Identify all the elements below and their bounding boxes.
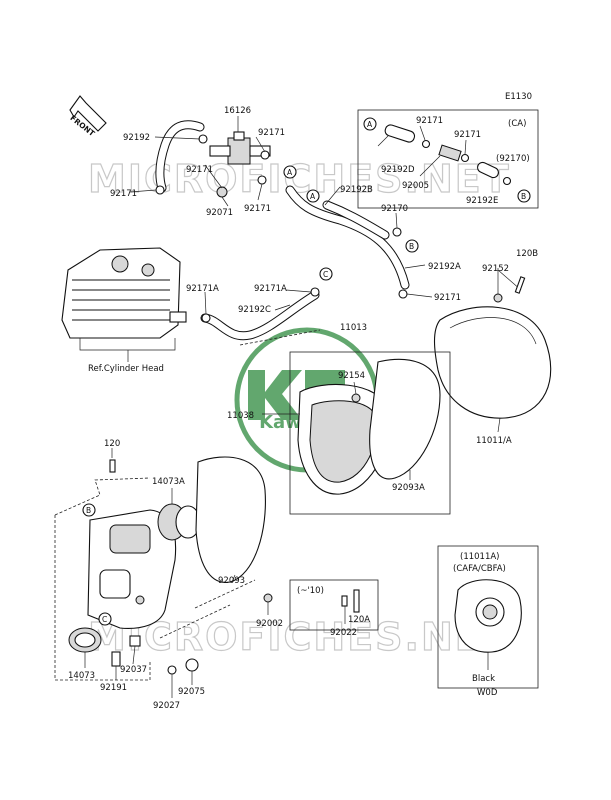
- label-92171-e: 92171: [434, 293, 461, 303]
- label-11011a: 11011/A: [476, 436, 512, 446]
- label-92171-a: 92171: [258, 128, 285, 138]
- label-14073: 14073: [68, 671, 95, 681]
- cylinder-head-ref: [61, 247, 187, 339]
- variant-cover: [454, 579, 522, 670]
- label-92152: 92152: [482, 264, 509, 274]
- label-92171-ca1: 92171: [416, 116, 443, 126]
- label-16126: 16126: [224, 106, 251, 116]
- label-92192: 92192: [123, 133, 150, 143]
- circle-b-3: B: [86, 506, 91, 515]
- figure-code: E1130: [505, 92, 532, 102]
- label-92171a-left: 92171A: [186, 284, 219, 294]
- hose-clamps: [155, 134, 408, 323]
- label-11013: 11013: [340, 323, 367, 333]
- label-120: 120: [104, 439, 120, 449]
- label-120b: 120B: [516, 249, 538, 259]
- watermark-bottom: MICROFICHES.NET: [88, 615, 511, 659]
- label-92192e: 92192E: [466, 196, 498, 206]
- label-92022: 92022: [330, 628, 357, 638]
- circle-b-2: B: [521, 192, 526, 201]
- circle-a-2: A: [310, 192, 316, 201]
- valve-16126: [209, 131, 271, 165]
- range-box: [289, 579, 379, 631]
- ref-cylinder-head-label: Ref.Cylinder Head: [88, 364, 164, 374]
- variant-codes: (CAFA/CBFA): [453, 564, 506, 574]
- label-92171-c: 92171: [110, 189, 137, 199]
- label-92027: 92027: [153, 701, 180, 711]
- variant-box: [437, 545, 539, 689]
- label-92192a: 92192A: [428, 262, 461, 272]
- ca-inset-parts: [384, 124, 512, 186]
- front-arrow: FRONT: [68, 95, 107, 139]
- label-92093a: 92093A: [392, 483, 425, 493]
- label-92191: 92191: [100, 683, 127, 693]
- breather-hoses: [155, 120, 410, 341]
- circle-a-3: A: [367, 120, 373, 129]
- label-92192d: 92192D: [381, 165, 415, 175]
- label-92171-b: 92171: [186, 165, 213, 175]
- part-labels: 16126 92192 92171 92171 92171 92071 9217…: [68, 106, 538, 711]
- circle-a-1: A: [287, 168, 293, 177]
- small-fasteners: [109, 459, 360, 675]
- color-label: Black: [472, 674, 495, 684]
- leader-lines: [84, 116, 501, 698]
- intake-duct-14073a: [157, 503, 201, 541]
- watermark-top: MICROFICHES.NET: [88, 157, 511, 201]
- gasket-92093: [195, 456, 266, 583]
- air-cleaner-base: [87, 509, 177, 629]
- circle-b-1: B: [409, 242, 414, 251]
- label-92171-d: 92171: [244, 204, 271, 214]
- label-120a: 120A: [348, 615, 370, 625]
- label-92192b: 92192B: [340, 185, 373, 195]
- dashed-guides: [54, 329, 321, 681]
- watermark-group: MICROFICHES.NET MICROFICHES.NET: [87, 156, 511, 659]
- circle-c-1: C: [323, 270, 328, 279]
- label-92171-ca2: 92171: [454, 130, 481, 140]
- label-92037: 92037: [120, 665, 147, 675]
- label-92170: 92170: [381, 204, 408, 214]
- label-92093: 92093: [218, 576, 245, 586]
- color-code: W0D: [477, 688, 498, 698]
- circle-c-2: C: [102, 615, 107, 624]
- label-92002: 92002: [256, 619, 283, 629]
- label-11038: 11038: [227, 411, 254, 421]
- label-92170-paren: (92170): [496, 154, 530, 164]
- circle-letter-markers: A A A B B B C C: [82, 117, 531, 626]
- label-92005: 92005: [402, 181, 429, 191]
- ca-label: (CA): [508, 119, 526, 129]
- label-14073a: 14073A: [152, 477, 185, 487]
- ca-inset-box: [357, 109, 539, 209]
- variant-note: (11011A): [460, 552, 500, 562]
- range-note: (~'10): [297, 586, 324, 596]
- element-box-11013: [289, 351, 451, 515]
- label-92192c: 92192C: [238, 305, 271, 315]
- intake-duct-14073: [68, 627, 102, 653]
- label-92075: 92075: [178, 687, 205, 697]
- label-92154: 92154: [338, 371, 365, 381]
- label-92071: 92071: [206, 208, 233, 218]
- air-cleaner-cover: [433, 269, 552, 419]
- air-filter-element: [297, 358, 441, 495]
- label-92171a-right: 92171A: [254, 284, 287, 294]
